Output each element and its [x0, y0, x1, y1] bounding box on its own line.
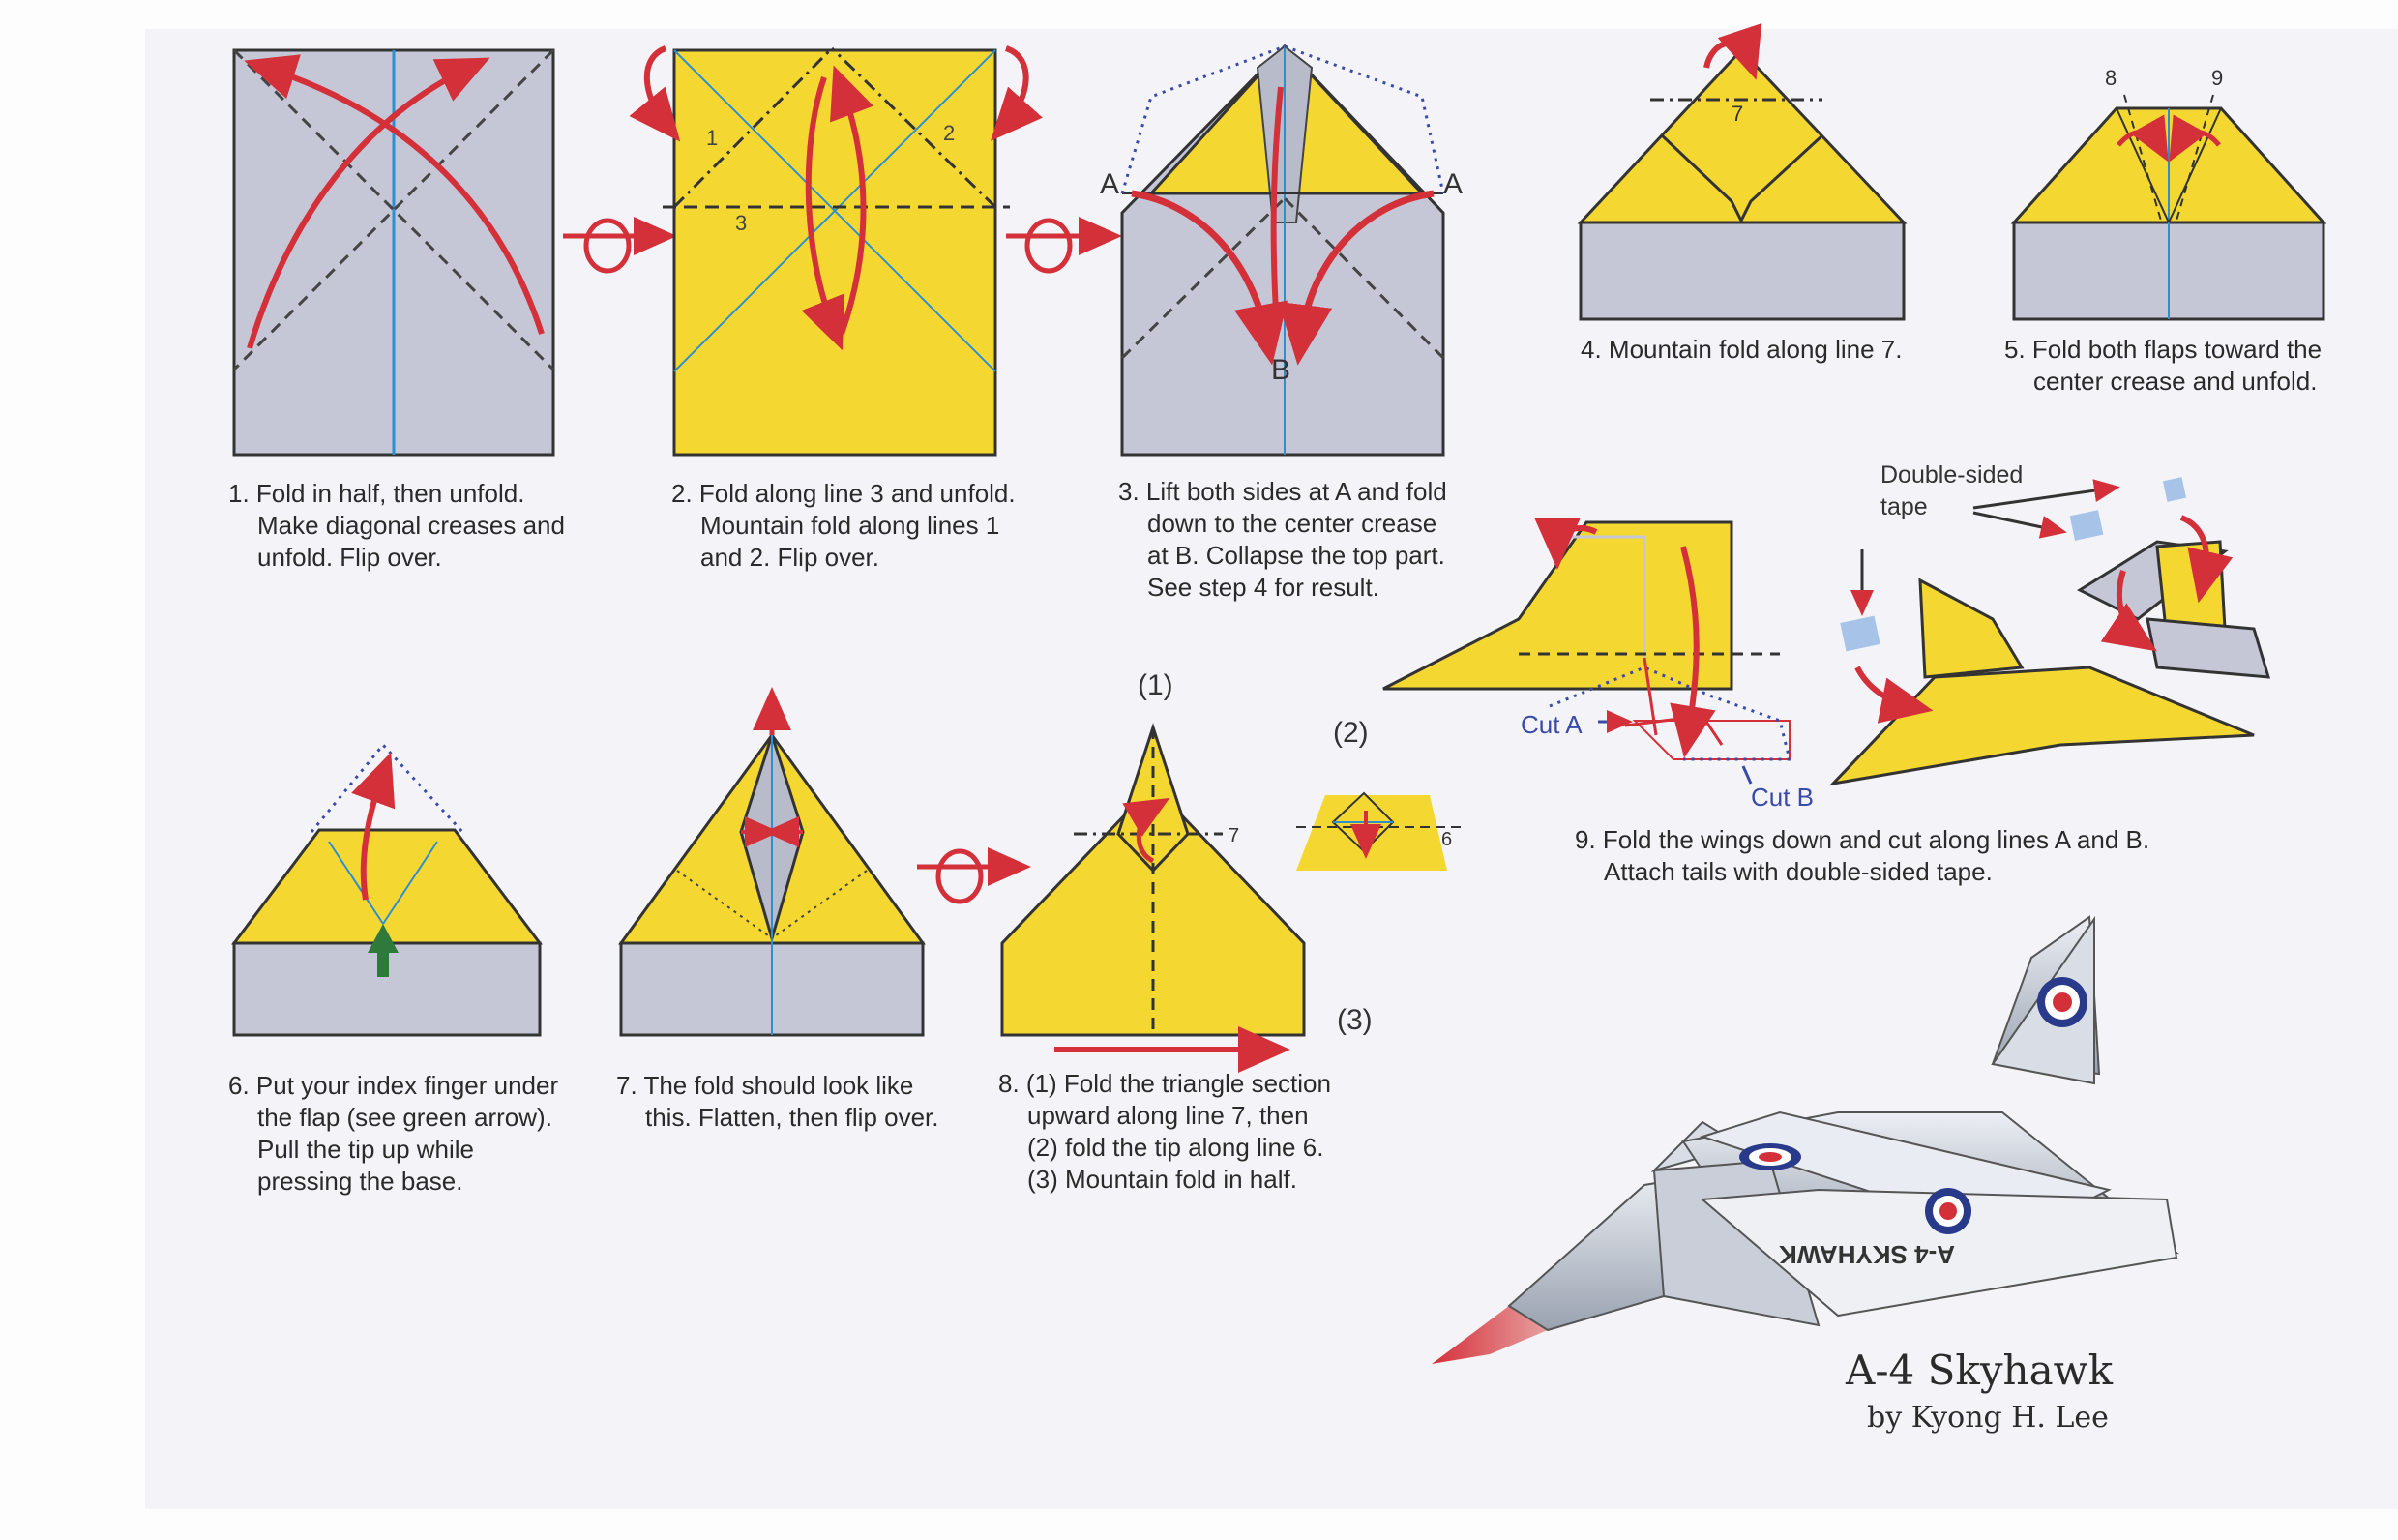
step4-caption: 4. Mountain fold along line 7.	[1581, 335, 1903, 364]
line7-label-step4: 7	[1732, 102, 1743, 126]
line9-label: 9	[2211, 66, 2223, 90]
step7-caption: 7. The fold should look like this. Flatt…	[616, 1071, 939, 1132]
point-a-right-label: A	[1443, 168, 1463, 200]
substep1-label: (1)	[1138, 669, 1173, 701]
step6-diagram	[230, 742, 544, 1037]
cut-a-label: Cut A	[1521, 710, 1583, 739]
step6-caption: 6. Put your index finger under the flap …	[228, 1071, 559, 1196]
step4-diagram	[1577, 22, 1908, 321]
substep3-label: (3)	[1337, 1004, 1373, 1036]
flip-over-icon-3	[917, 847, 1031, 904]
roundel-wing-left	[1739, 1143, 1801, 1170]
tape-label-line2: tape	[1880, 493, 1928, 520]
tape-label-line1: Double-sided	[1880, 461, 2023, 489]
point-a-left-label: A	[1100, 168, 1119, 200]
line1-label: 1	[706, 126, 718, 150]
step9-caption: 9. Fold the wings down and cut along lin…	[1575, 825, 2150, 886]
finished-plane-illustration: A-4 SKYHAWK	[1432, 915, 2179, 1364]
line3-label: 3	[735, 211, 747, 235]
step8-detail-diagram	[1296, 791, 1461, 871]
step9-wing-diagram	[1382, 517, 1791, 785]
flip-over-icon-2	[1006, 217, 1122, 274]
line7-label-step8: 7	[1229, 825, 1239, 846]
step8-diagram	[1000, 723, 1306, 1073]
line6-label: 6	[1441, 829, 1452, 850]
model-title: A-4 Skyhawk	[1846, 1347, 2114, 1394]
step2-caption: 2. Fold along line 3 and unfold. Mountai…	[671, 479, 1016, 572]
model-author: by Kyong H. Lee	[1867, 1401, 2109, 1435]
step3-diagram	[1120, 44, 1445, 457]
step2-diagram	[629, 45, 1043, 457]
step8-caption: 8. (1) Fold the triangle section upward …	[998, 1069, 1331, 1194]
step7-diagram	[618, 687, 926, 1037]
line2-label: 2	[943, 121, 955, 145]
step3-caption: 3. Lift both sides at A and fold down to…	[1118, 477, 1447, 602]
step1-diagram	[232, 48, 555, 457]
point-b-label: B	[1271, 354, 1290, 386]
flip-over-icon	[563, 217, 677, 274]
roundel-tail	[2037, 977, 2087, 1027]
line8-label: 8	[2105, 66, 2117, 90]
fuselage-text: A-4 SKYHAWK	[1779, 1240, 1955, 1269]
step5-diagram	[2010, 94, 2327, 321]
step5-caption: 5. Fold both flaps toward the center cre…	[2004, 335, 2323, 396]
cut-b-label: Cut B	[1751, 783, 1814, 812]
substep2-label: (2)	[1333, 717, 1369, 749]
step1-caption: 1. Fold in half, then unfold. Make diago…	[228, 479, 565, 572]
roundel-wing-right	[1925, 1188, 1971, 1234]
step9-plane-diagram	[1828, 477, 2271, 786]
